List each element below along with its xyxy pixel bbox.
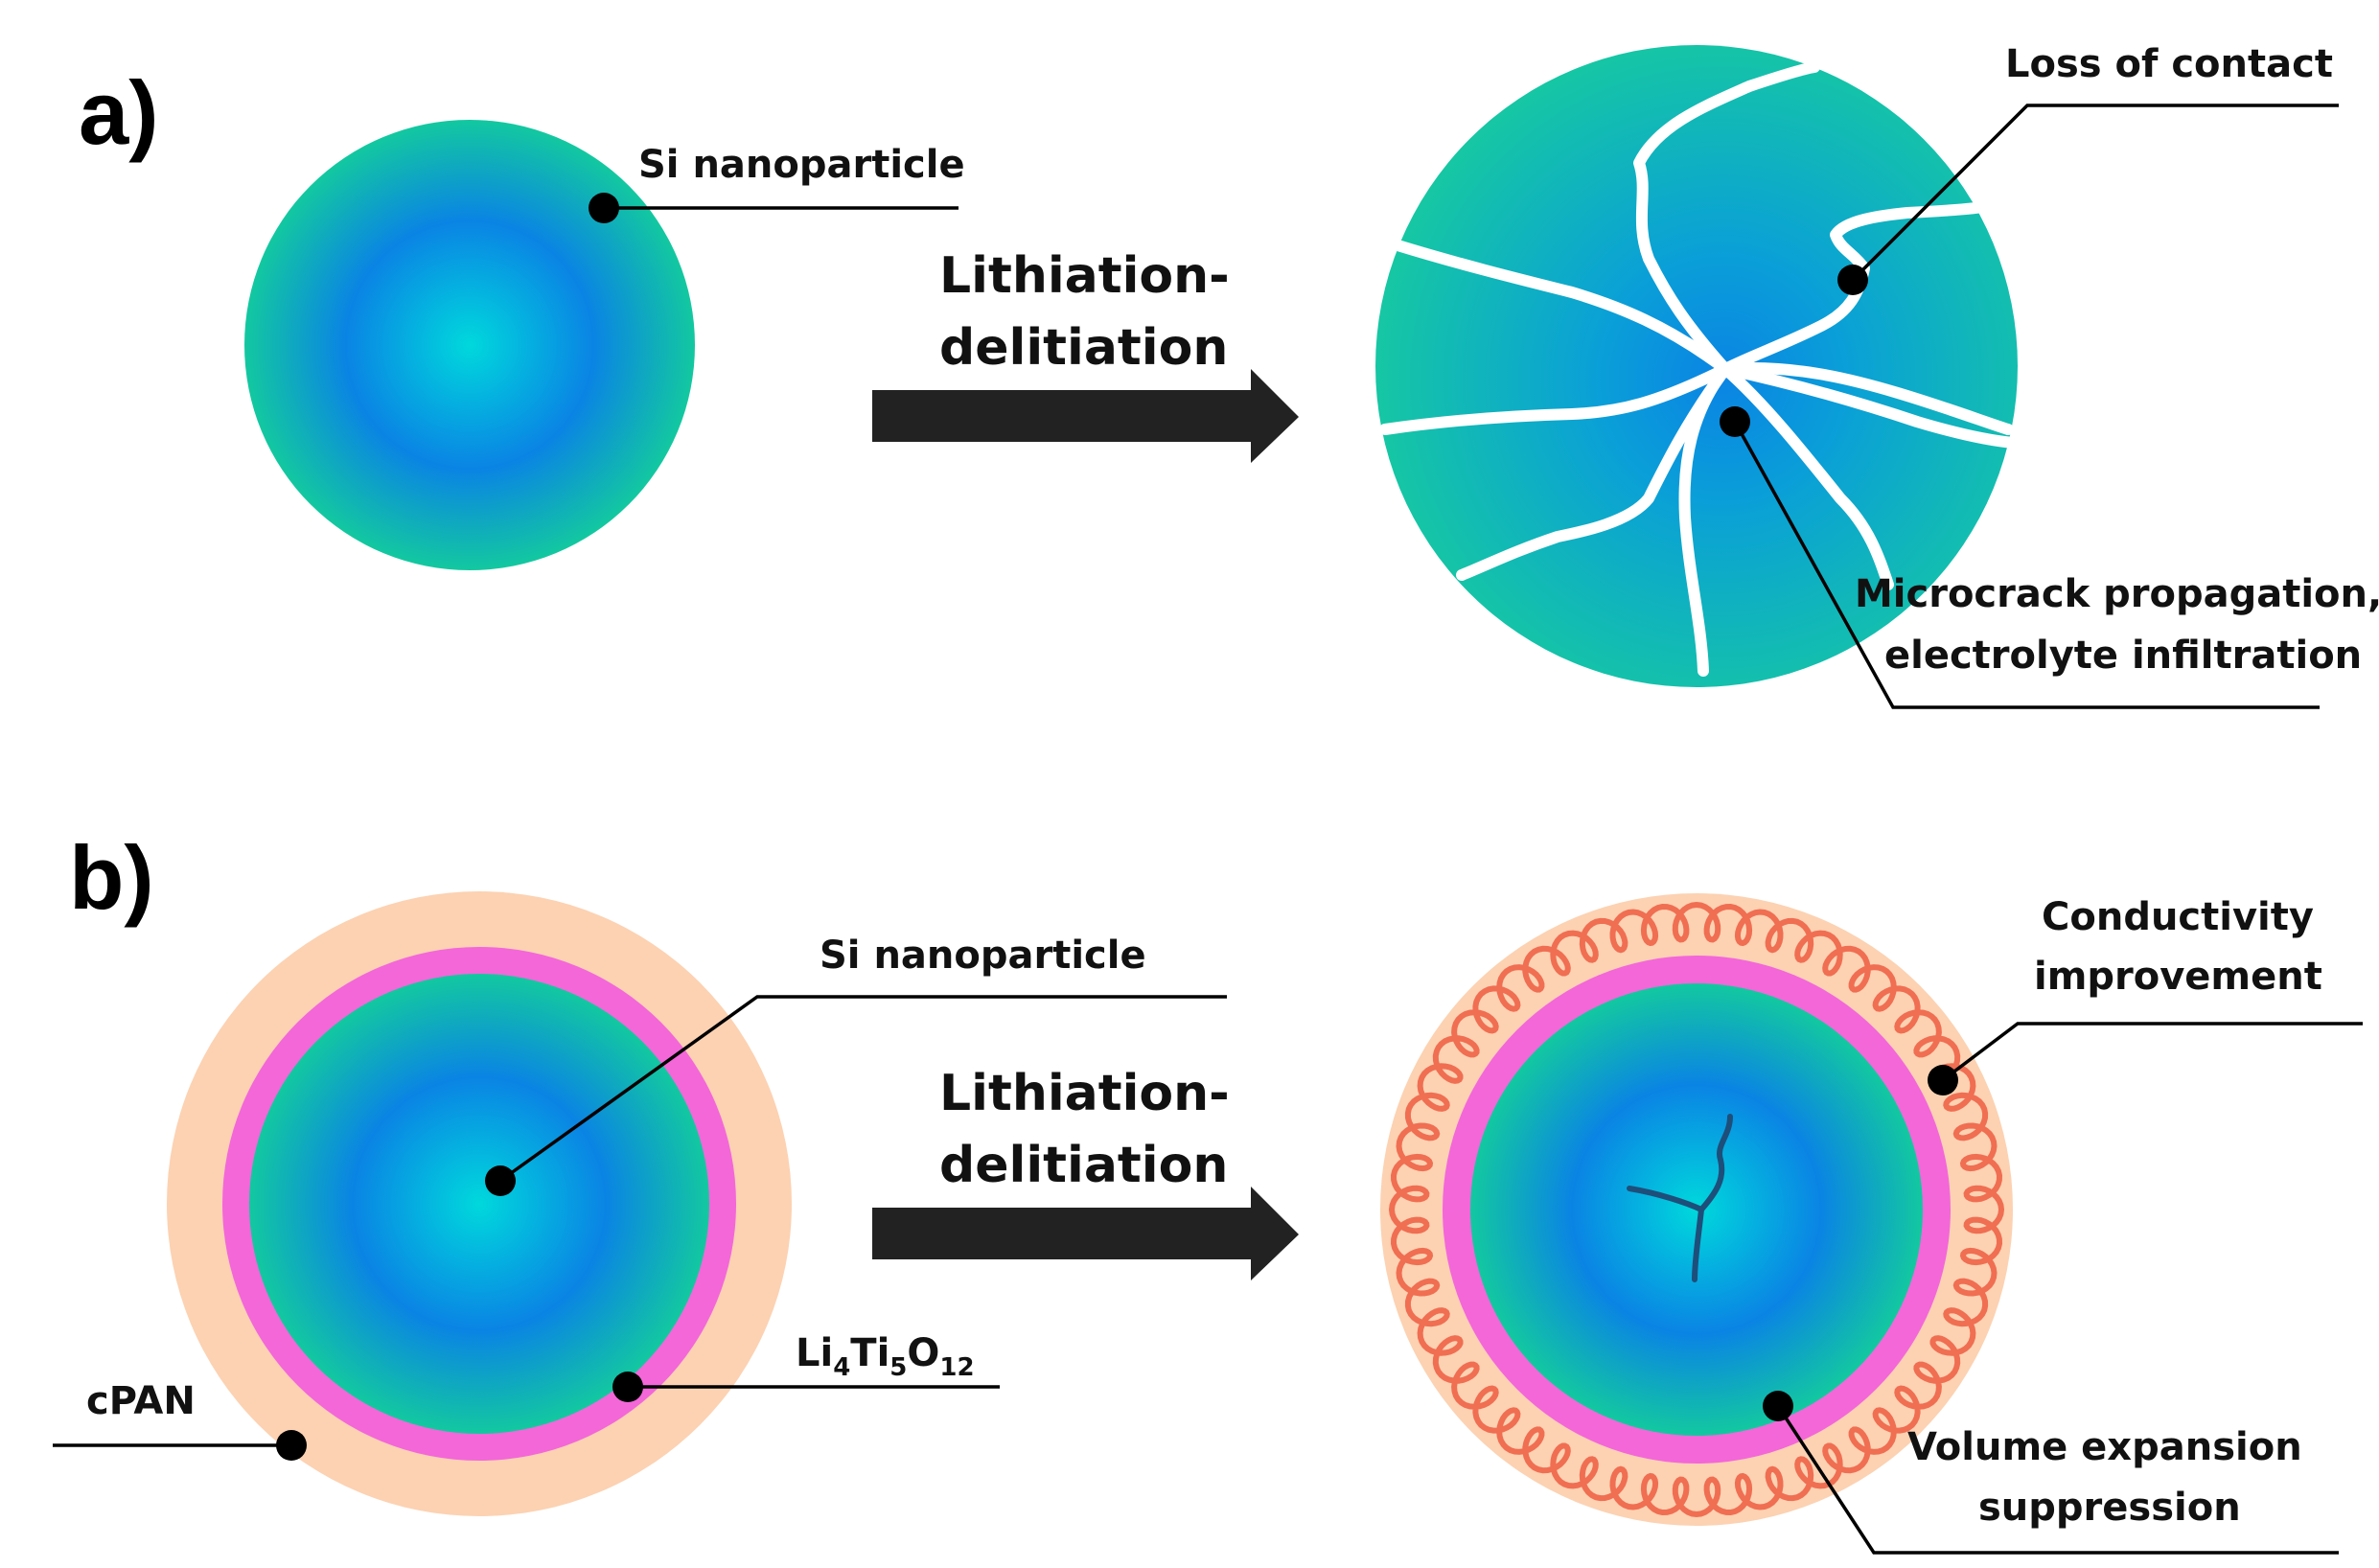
microcrack-label-line2: electrolyte infiltration <box>1884 634 2362 678</box>
cpan-leader-dot <box>276 1430 307 1461</box>
microcrack-label-line1: Microcrack propagation, <box>1855 572 2379 616</box>
carbon-coil-ring <box>1388 901 2004 1518</box>
lto-leader-dot <box>612 1372 643 1402</box>
process-arrow-b <box>872 1187 1299 1280</box>
si-leader-b <box>498 995 1227 1183</box>
panel-b-label: b) <box>69 827 154 928</box>
process-label-a-line2: delitiation <box>939 319 1228 377</box>
volume-label-line1: Volume expansion <box>1907 1425 2302 1469</box>
conductivity-label-line2: improvement <box>2034 955 2322 999</box>
process-label-a-line1: Lithiation- <box>939 247 1230 305</box>
si-core-b <box>249 974 709 1434</box>
process-label-b-line1: Lithiation- <box>939 1065 1230 1122</box>
small-crack <box>1627 1114 1733 1282</box>
panel-a-label: a) <box>79 62 159 163</box>
si-leader-dot-b <box>485 1165 516 1196</box>
si-nanoparticle-a <box>244 120 695 570</box>
process-label-b-line2: delitiation <box>939 1137 1228 1194</box>
conductivity-label-line1: Conductivity <box>2042 895 2314 939</box>
volume-leader-dot <box>1763 1391 1793 1421</box>
crack-leader <box>1733 421 2320 709</box>
process-arrow-a <box>872 369 1299 463</box>
volume-label-line2: suppression <box>1978 1486 2241 1530</box>
si-label-b: Si nanoparticle <box>820 934 1146 978</box>
volume-leader <box>1776 1405 2339 1555</box>
lto-label: Li4Ti5O12 <box>796 1331 975 1382</box>
loss-leader <box>1851 104 2339 282</box>
conductivity-leader-dot <box>1928 1065 1958 1095</box>
si-leader-dot-a <box>589 193 619 223</box>
si-label-a: Si nanoparticle <box>638 143 965 187</box>
loss-leader-dot <box>1837 265 1868 295</box>
loss-of-contact-label: Loss of contact <box>2005 42 2333 86</box>
crack-leader-dot <box>1720 406 1750 437</box>
conductivity-leader <box>1941 1022 2363 1082</box>
cpan-label: cPAN <box>86 1379 196 1423</box>
carbon-coil-path <box>1388 901 2004 1518</box>
